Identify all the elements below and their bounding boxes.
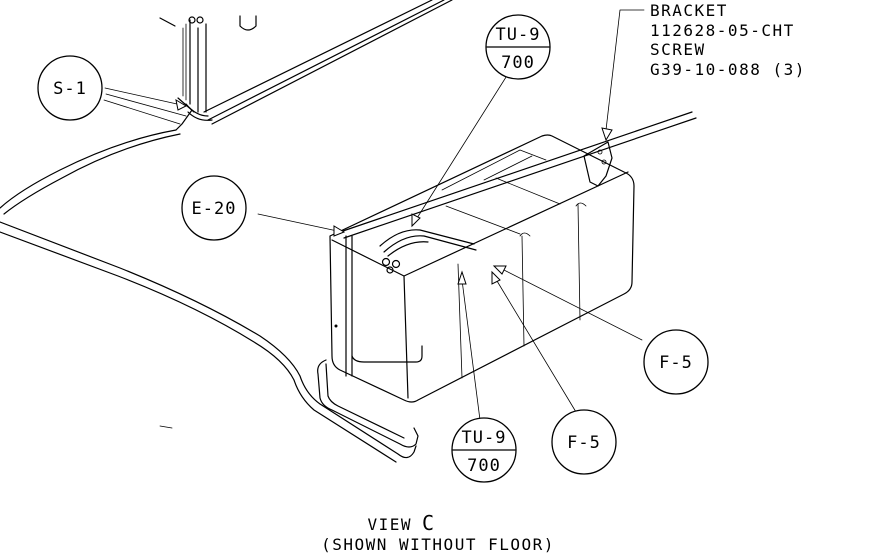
callout-tu9-bottom: TU-9 700: [451, 417, 517, 483]
callout-f5-bottom-label: F-5: [567, 433, 601, 453]
view-title-prefix: VIEW: [367, 515, 412, 534]
bracket-note-line3: SCREW: [650, 40, 706, 59]
view-subtitle: (SHOWN WITHOUT FLOOR): [321, 535, 555, 554]
tube-tu9: [339, 111, 697, 274]
bracket-part: [583, 141, 613, 187]
callout-f5-right: F-5: [643, 329, 709, 395]
view-title-letter: C: [422, 511, 434, 535]
callout-s1: S-1: [37, 55, 103, 121]
bracket-note-line4: G39-10-088 (3): [650, 60, 806, 79]
callout-e20-label: E-20: [192, 199, 237, 219]
callout-f5-bottom: F-5: [551, 409, 617, 475]
callout-f5-right-label: F-5: [659, 353, 693, 373]
callout-s1-label: S-1: [53, 79, 87, 99]
callout-tu9-top-label: TU-9: [496, 25, 541, 45]
callout-tu9-top-number: 700: [501, 53, 535, 73]
view-title: VIEW C (SHOWN WITHOUT FLOOR): [321, 511, 555, 554]
callout-tu9-bottom-label: TU-9: [462, 428, 507, 448]
callout-tu9-bottom-number: 700: [467, 456, 501, 476]
leader-lines: [103, 9, 645, 421]
bracket-note-line1: BRACKET: [650, 1, 728, 20]
bracket-note: BRACKET 112628-05-CHT SCREW G39-10-088 (…: [650, 1, 806, 79]
bracket-note-line2: 112628-05-CHT: [650, 21, 795, 40]
callout-tu9-top: TU-9 700: [485, 14, 551, 80]
callout-e20: E-20: [181, 175, 247, 241]
floor-outline: [0, 129, 419, 463]
upper-frame-rails: [159, 0, 453, 131]
